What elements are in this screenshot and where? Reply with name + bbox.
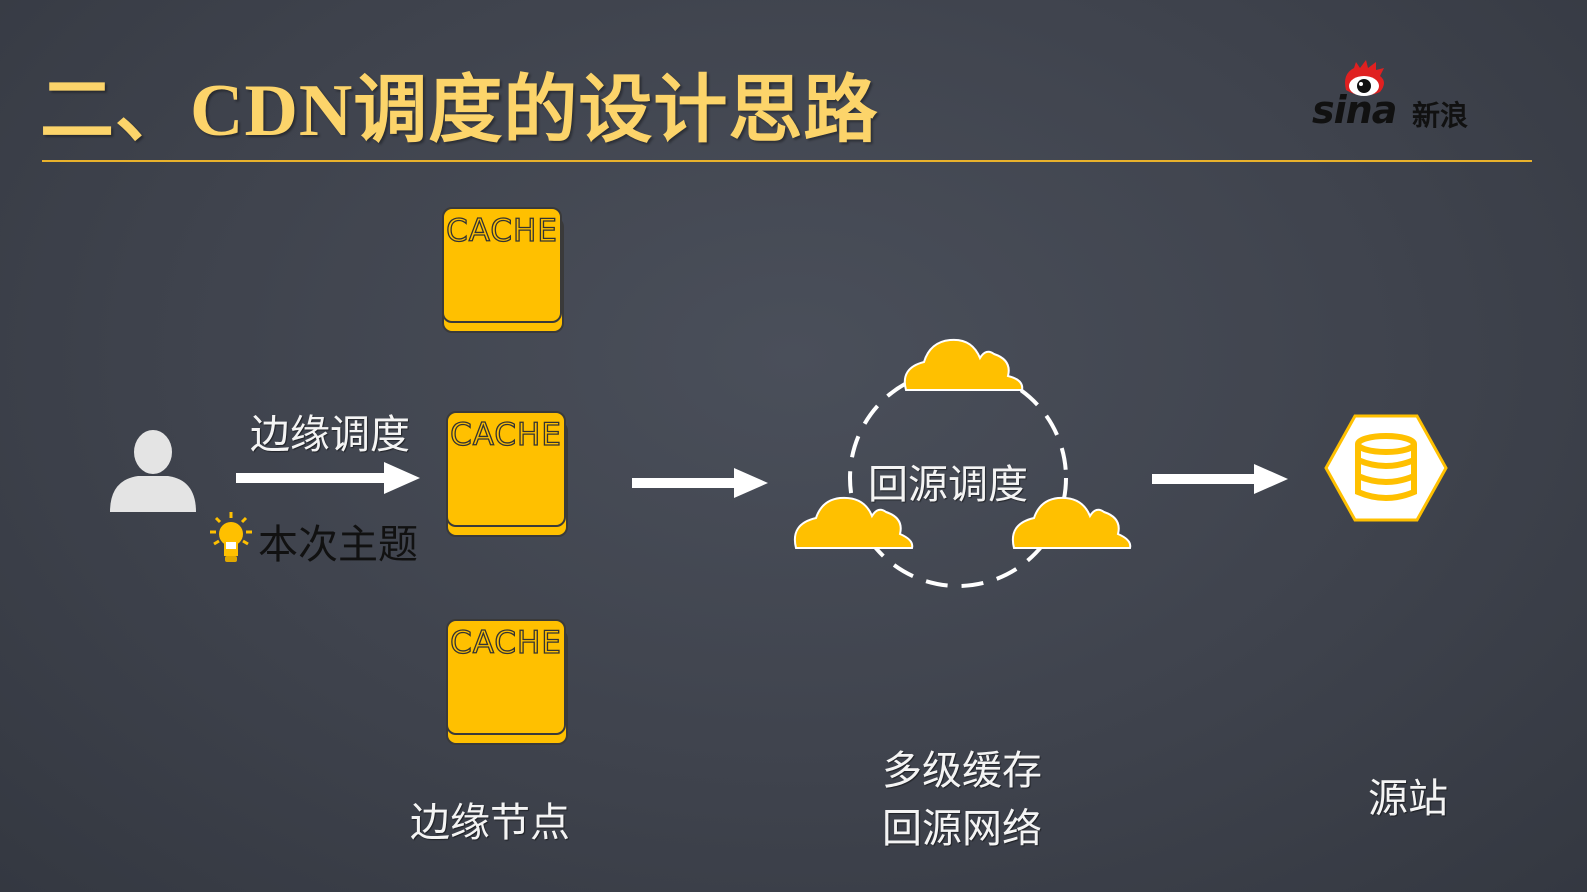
- cache-node-1: CACHE: [442, 207, 564, 333]
- database-icon: [1324, 414, 1448, 522]
- origin-schedule-label: 回源调度: [868, 462, 1028, 508]
- arrow-right-icon: [632, 468, 768, 498]
- page-title: 二、CDN调度的设计思路: [40, 70, 879, 152]
- arrow-right-icon: [1152, 464, 1288, 494]
- sina-brand-text: sina: [1312, 88, 1397, 132]
- cache-label: CACHE: [449, 624, 562, 661]
- network-caption-line1: 多级缓存: [882, 748, 1042, 794]
- sina-brand-cn: 新浪: [1412, 99, 1469, 132]
- arrow-right-icon: [236, 462, 420, 494]
- cloud-icon: [1012, 496, 1132, 549]
- cloud-icon: [794, 496, 914, 549]
- topic-label: 本次主题: [258, 522, 418, 568]
- user-icon: [110, 430, 196, 512]
- edge-nodes-caption: 边缘节点: [410, 800, 570, 846]
- origin-caption: 源站: [1368, 776, 1448, 822]
- edge-schedule-label: 边缘调度: [250, 412, 410, 458]
- cloud-icon: [903, 338, 1024, 391]
- sina-eye-logo-icon: [1345, 60, 1384, 96]
- cache-label: CACHE: [445, 212, 558, 249]
- cache-node-2: CACHE: [446, 411, 568, 537]
- network-caption-line2: 回源网络: [882, 806, 1042, 852]
- sina-logo: sina 新浪: [1312, 60, 1492, 140]
- cache-label: CACHE: [449, 416, 562, 453]
- cache-node-3: CACHE: [446, 619, 568, 745]
- lightbulb-icon: [210, 512, 252, 562]
- title-divider: [42, 160, 1532, 162]
- origin-network-diagram: [794, 338, 1132, 588]
